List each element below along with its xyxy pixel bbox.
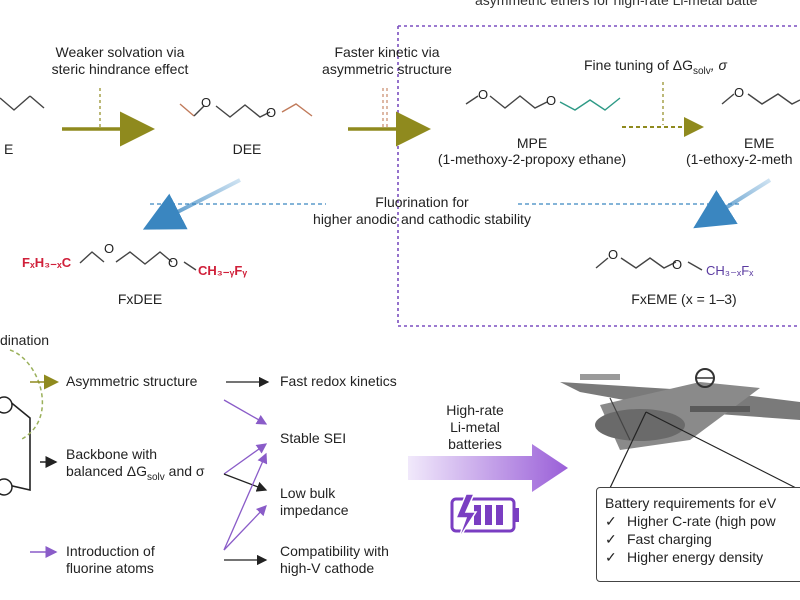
evtol-aircraft-image [560, 368, 800, 491]
weaker-solvation-text: Weaker solvation via steric hindrance ef… [20, 44, 220, 78]
faster-kinetic-line2: asymmetric structure [322, 61, 452, 77]
mpe-fullname: (1-methoxy-2-propoxy ethane) [437, 151, 627, 167]
backbone-line1: Backbone with [66, 446, 158, 462]
req-title: Battery requirements for eV [605, 495, 777, 511]
compat-line2: high-V cathode [280, 560, 375, 576]
backbone-text: Backbone with balanced ΔGsolv and σ [66, 446, 205, 486]
fluorination-line1: Fluorination for [375, 194, 469, 210]
highrate-line2: Li-metal [450, 419, 500, 435]
battery-requirements-box: Battery requirements for eV ✓ Higher C-ra… [596, 487, 800, 582]
low-bulk-line2: impedance [280, 502, 349, 518]
battery-icon [450, 493, 519, 541]
fluorine-text: Introduction of fluorine atoms [66, 543, 155, 577]
mpe-molecule [465, 95, 621, 111]
weaker-solvation-line1: Weaker solvation via [55, 44, 185, 60]
arrow-fluorination-left [142, 178, 241, 230]
eme-label: EME [744, 135, 775, 151]
header-cut-text: asymmetric ethers for high-rate Li-metal… [475, 0, 758, 8]
mpe-label: MPE [516, 135, 548, 151]
fxeme-right-group: CH₃₋ₓFₓ [706, 263, 754, 278]
asymmetric-structure-text: Asymmetric structure [66, 373, 198, 389]
check-icon: ✓ [605, 549, 617, 565]
stable-sei-text: Stable SEI [280, 430, 347, 446]
fine-tuning-main: Fine tuning of ΔG [584, 57, 693, 73]
faster-kinetic-text: Faster kinetic via asymmetric structure [302, 44, 472, 78]
fine-tuning-text: Fine tuning of ΔGsolv, σ [584, 57, 727, 80]
low-bulk-line1: Low bulk [280, 485, 336, 501]
backbone-sub: solv [146, 471, 165, 483]
compatibility-text: Compatibility with high-V cathode [280, 543, 389, 577]
fine-tuning-sub: solv [692, 65, 711, 77]
eme-fullname: (1-ethoxy-2-meth [686, 151, 793, 167]
fxeme-label: FxEME (x = 1–3) [631, 291, 737, 307]
faster-kinetic-line1: Faster kinetic via [334, 44, 440, 60]
fxdee-right-group: CH₃₋ᵧFᵧ [198, 263, 248, 278]
backbone-line2: balanced ΔG [66, 463, 147, 479]
coordination-cut-text: dination [0, 332, 50, 348]
dee-label: DEE [232, 141, 262, 157]
req-item: ✓ Higher energy density [605, 548, 800, 566]
highrate-text: High-rate Li-metal batteries [430, 402, 520, 453]
highrate-line3: batteries [448, 436, 502, 452]
req-item: ✓ Fast charging [605, 530, 800, 548]
low-bulk-text: Low bulk impedance [280, 485, 349, 519]
req-item-label: Fast charging [627, 531, 712, 547]
fine-tuning-tail: , σ [710, 57, 727, 73]
highrate-line1: High-rate [446, 402, 504, 418]
weaker-solvation-line2: steric hindrance effect [51, 61, 189, 77]
fluorine-line2: fluorine atoms [66, 560, 154, 576]
check-icon: ✓ [605, 513, 617, 529]
fine-tuning-dashed-box [397, 25, 800, 327]
req-item: ✓ Higher C-rate (high pow [605, 512, 800, 530]
mol-e-cut-label: E [4, 141, 14, 157]
fxeme-molecule [595, 257, 703, 271]
fast-redox-text: Fast redox kinetics [280, 373, 397, 389]
fluorination-text: Fluorination for higher anodic and catho… [262, 194, 582, 228]
check-icon: ✓ [605, 531, 617, 547]
compat-line1: Compatibility with [280, 543, 389, 559]
arrow-fluorination-right [693, 178, 772, 229]
req-item-label: Higher C-rate (high pow [627, 513, 776, 529]
fluorine-line1: Introduction of [66, 543, 155, 559]
highrate-arrow [408, 444, 568, 492]
dee-molecule [179, 103, 313, 118]
backbone-tail: and σ [164, 463, 205, 479]
fxdee-label: FxDEE [117, 291, 163, 307]
fxdee-left-group: FₓH₃₋ₓC [22, 255, 72, 270]
molecule-cut [0, 95, 31, 111]
eme-molecule [721, 93, 800, 105]
fxdee-molecule [79, 251, 197, 271]
req-item-label: Higher energy density [627, 549, 764, 565]
fluorination-line2: higher anodic and cathodic stability [313, 211, 531, 227]
